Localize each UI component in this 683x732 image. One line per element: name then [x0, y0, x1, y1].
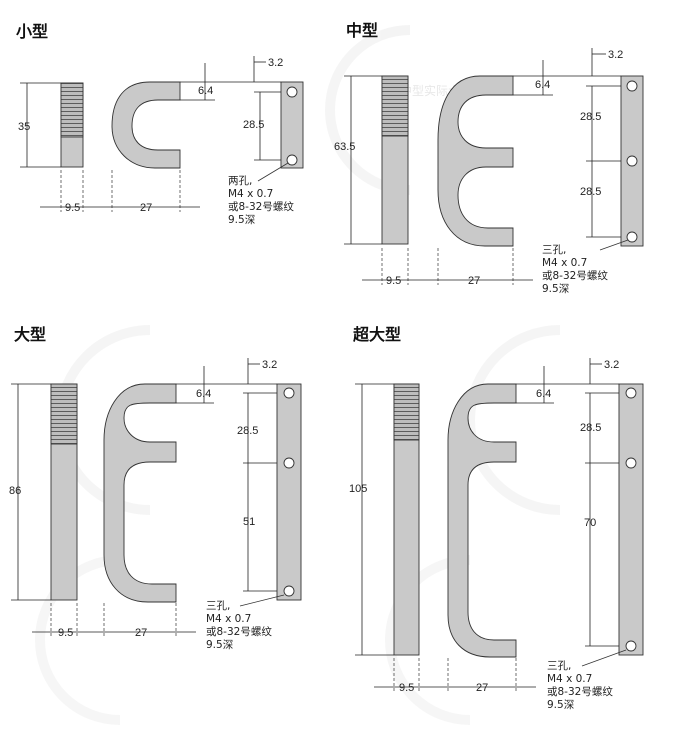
- medium-note-count: 三孔,: [542, 243, 566, 256]
- panel-xlarge-title: 超大型: [352, 325, 401, 344]
- large-spacing1-label: 28.5: [237, 425, 258, 437]
- small-spacing-label: 28.5: [243, 119, 264, 131]
- panel-xlarge: 超大型 105 9.5 27 6.4 3.2 28.5 70 三孔,: [349, 325, 644, 711]
- xlarge-mount-hole: [625, 387, 637, 399]
- xlarge-grip-ribs: [393, 383, 420, 441]
- medium-depth-label: 27: [468, 275, 480, 287]
- large-mount-hole: [283, 457, 295, 469]
- small-note-thread-unc: 或8-32号螺纹: [228, 200, 294, 213]
- large-height-label: 86: [9, 485, 21, 497]
- medium-mount-hole: [626, 155, 638, 167]
- large-note-thread-metric: M4 x 0.7: [206, 613, 251, 625]
- medium-note-depth: 9.5深: [542, 283, 569, 295]
- medium-offset-label: 6.4: [535, 79, 550, 91]
- small-grip-ribs: [60, 82, 84, 138]
- panel-large-title: 大型: [14, 325, 46, 344]
- large-note-thread-unc: 或8-32号螺纹: [206, 625, 272, 638]
- small-width-label: 9.5: [65, 202, 80, 214]
- small-note-thread-metric: M4 x 0.7: [228, 188, 273, 200]
- xlarge-spacing1-label: 28.5: [580, 422, 601, 434]
- medium-width-label: 9.5: [386, 275, 401, 287]
- small-offset-label: 6.4: [198, 85, 213, 97]
- xlarge-note-thread-unc: 或8-32号螺纹: [547, 685, 613, 698]
- xlarge-edge-label: 3.2: [604, 359, 619, 371]
- large-width-label: 9.5: [58, 627, 73, 639]
- xlarge-spacing2-label: 70: [584, 517, 596, 529]
- large-offset-label: 6.4: [196, 388, 211, 400]
- medium-spacing2-label: 28.5: [580, 186, 601, 198]
- xlarge-offset-label: 6.4: [536, 388, 551, 400]
- small-profile: [111, 81, 181, 169]
- panel-small-title: 小型: [16, 22, 48, 41]
- small-mount-hole: [286, 86, 298, 98]
- xlarge-depth-label: 27: [476, 682, 488, 694]
- xlarge-mount-hole: [625, 457, 637, 469]
- small-mount-bar: [280, 81, 304, 169]
- small-mount-hole: [286, 154, 298, 166]
- large-mount-hole: [283, 585, 295, 597]
- large-mount-bar: [276, 383, 302, 601]
- large-mount-hole: [283, 387, 295, 399]
- large-depth-label: 27: [135, 627, 147, 639]
- large-note-depth: 9.5深: [206, 639, 233, 651]
- small-note-depth: 9.5深: [228, 214, 255, 226]
- small-depth-label: 27: [140, 202, 152, 214]
- medium-height-label: 63.5: [334, 141, 355, 153]
- xlarge-mount-bar: [618, 383, 644, 656]
- watermark: 中型实际大小: [35, 25, 561, 725]
- large-grip-ribs: [50, 383, 78, 445]
- large-edge-label: 3.2: [262, 359, 277, 371]
- medium-spacing1-label: 28.5: [580, 111, 601, 123]
- panel-small: 小型 35 9.5 27 6.4 3.2 28.5: [16, 22, 304, 226]
- xlarge-height-label: 105: [349, 483, 367, 495]
- large-profile: [103, 383, 177, 603]
- panel-medium: 中型 63.5 9.5 27 6.4 3.2 28.5 28.5 三孔,: [334, 21, 644, 295]
- large-note-count: 三孔,: [206, 599, 230, 612]
- xlarge-width-label: 9.5: [399, 682, 414, 694]
- medium-note-thread-metric: M4 x 0.7: [542, 257, 587, 269]
- medium-edge-label: 3.2: [608, 49, 623, 61]
- small-height-label: 35: [18, 121, 30, 133]
- panel-large: 大型 86 9.5 27 6.4 3.2 28.5 51 三孔,: [9, 325, 302, 651]
- medium-note-thread-unc: 或8-32号螺纹: [542, 269, 608, 282]
- large-spacing2-label: 51: [243, 516, 255, 528]
- medium-profile: [437, 75, 514, 247]
- xlarge-mount-hole: [625, 640, 637, 652]
- medium-mount-hole: [626, 80, 638, 92]
- xlarge-profile: [447, 383, 517, 658]
- small-note-count: 两孔,: [228, 174, 252, 187]
- medium-mount-hole: [626, 231, 638, 243]
- small-edge-label: 3.2: [268, 57, 283, 69]
- xlarge-note-depth: 9.5深: [547, 699, 574, 711]
- xlarge-note-count: 三孔,: [547, 659, 571, 672]
- medium-grip-ribs: [381, 75, 409, 137]
- panel-medium-title: 中型: [346, 21, 378, 40]
- xlarge-note-thread-metric: M4 x 0.7: [547, 673, 592, 685]
